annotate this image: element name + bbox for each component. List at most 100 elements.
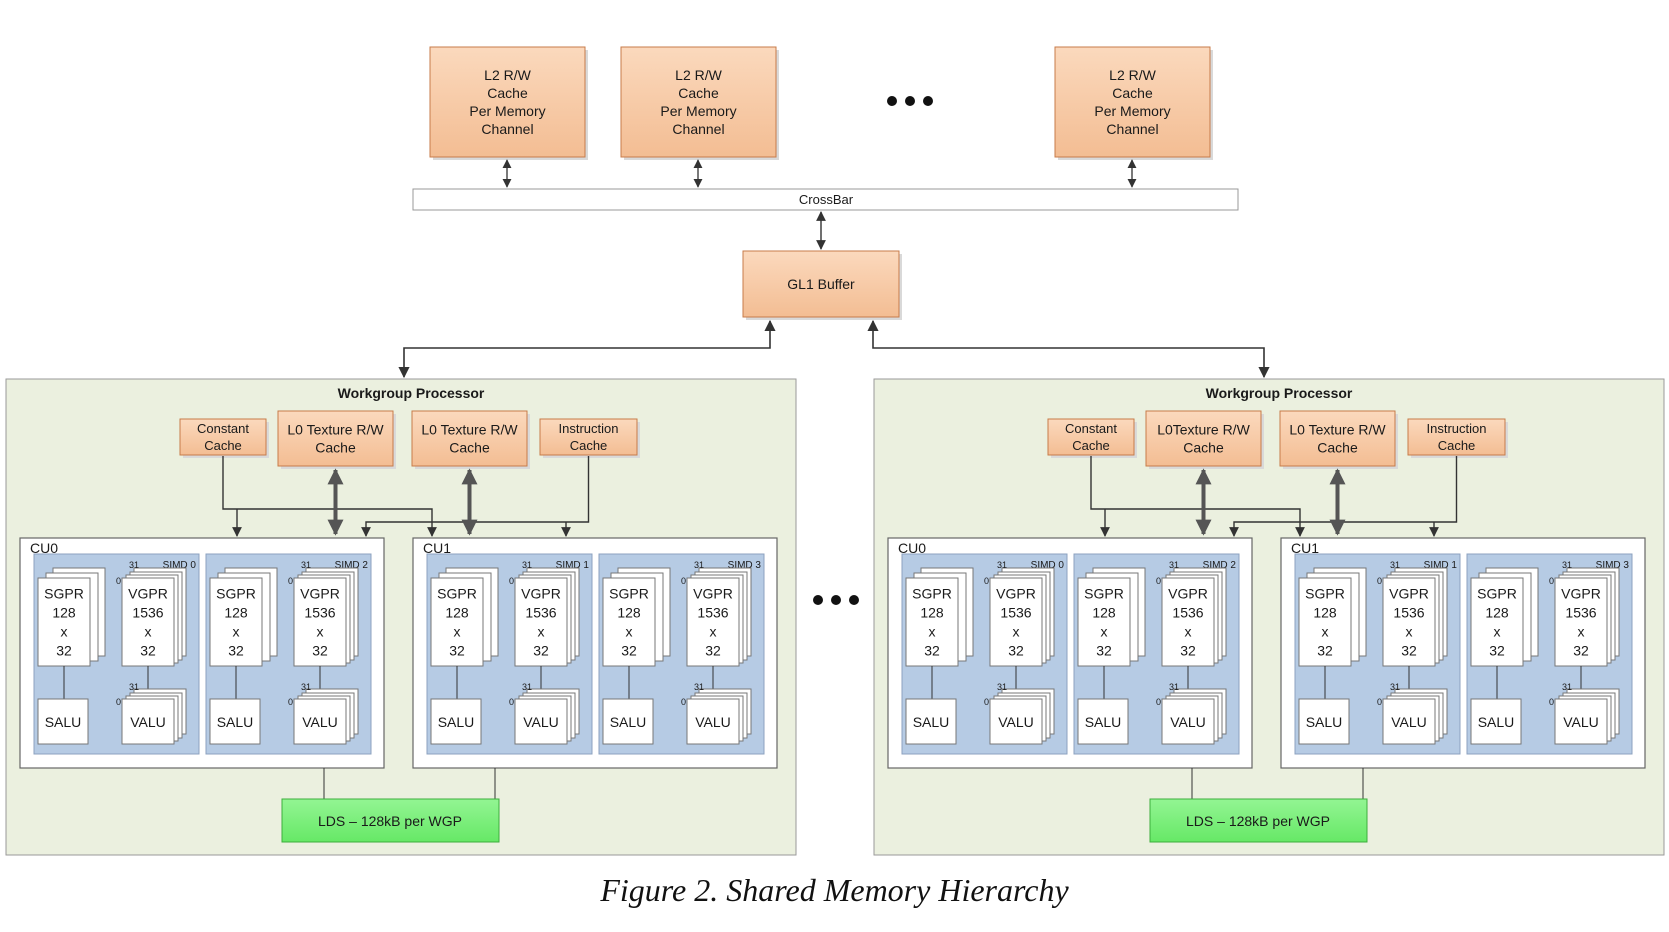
wgp-1-cu-1-simd-0-sgpr bbox=[1298, 577, 1352, 667]
wgp-0-cu-0-simd-0-vgpr-lane-lo: 0 bbox=[116, 576, 121, 586]
wgp-0-cu-0-simd-1-valu-lane-lo: 0 bbox=[288, 697, 293, 707]
wgp-0-cu-0-simd-0-sgpr bbox=[37, 577, 91, 667]
gl1-wgp1-link bbox=[867, 319, 1270, 379]
wgp-1-cache-0 bbox=[1047, 418, 1135, 456]
wgp-0-cu-0-simd-0-vgpr-lane-hi: 31 bbox=[129, 560, 139, 570]
wgp-0-cu-1-simd-0-sgpr bbox=[430, 577, 484, 667]
wgp-0-cu-1-simd-1-label: SIMD 3 bbox=[728, 560, 762, 571]
wgp-0-cu-0-simd-0-valu-label: VALU bbox=[130, 714, 166, 730]
wgp-1-cu-1-simd-0-vgpr bbox=[1382, 577, 1436, 667]
wgp-0-cu-1-simd-1-valu-lane-hi: 31 bbox=[694, 682, 704, 692]
wgp-1-cache-3 bbox=[1407, 418, 1506, 456]
wgp-1-cu-1-simd-0-vgpr-lane-hi: 31 bbox=[1390, 560, 1400, 570]
wgp-0-cache-2 bbox=[411, 410, 528, 467]
l2-cache-1 bbox=[620, 46, 777, 158]
wgp-0-cu-0-simd-0-valu-lane-hi: 31 bbox=[129, 682, 139, 692]
crossbar-label: CrossBar bbox=[799, 192, 854, 207]
wgp-1-cu-0-simd-1-vgpr-lane-hi: 31 bbox=[1169, 560, 1179, 570]
wgp-1-cu-1-simd-0-salu-label: SALU bbox=[1306, 714, 1343, 730]
wgp-1-lds bbox=[1149, 798, 1368, 843]
wgp-0-cu-1-simd-0-vgpr-lane-lo: 0 bbox=[509, 576, 514, 586]
wgp-0-cu-1-simd-1-sgpr bbox=[602, 577, 656, 667]
wgp-0-cache-0 bbox=[179, 418, 267, 456]
l2-cache-0 bbox=[429, 46, 586, 158]
wgp-0-cu-0-simd-1-valu-label: VALU bbox=[302, 714, 338, 730]
wgp-1-cu-0-simd-0-vgpr bbox=[989, 577, 1043, 667]
wgp-0-cu-0-simd-1-valu-lane-hi: 31 bbox=[301, 682, 311, 692]
wgp-0-cu-1-simd-1-vgpr-lane-hi: 31 bbox=[694, 560, 704, 570]
wgp-1-cu-1-simd-1-valu bbox=[1554, 698, 1608, 745]
wgp-1-cu-0-simd-0-salu bbox=[905, 698, 957, 745]
wgp-0-cu-0-simd-1-valu bbox=[293, 698, 347, 745]
wgp-0-cu-1-simd-1-valu-lane-lo: 0 bbox=[681, 697, 686, 707]
wgp-1-cu-1-simd-1-vgpr-lane-hi: 31 bbox=[1562, 560, 1572, 570]
wgp-1-cu-0-simd-1-valu-lane-hi: 31 bbox=[1169, 682, 1179, 692]
wgp-1-cu-0-simd-0-vgpr-lane-lo: 0 bbox=[984, 576, 989, 586]
wgp-0-cu-1-simd-0-vgpr-lane-hi: 31 bbox=[522, 560, 532, 570]
wgp-0-cache-1 bbox=[277, 410, 394, 467]
wgp-0-cu-1-simd-0-label: SIMD 1 bbox=[556, 560, 590, 571]
wgp-0-cu-0-simd-1-salu-label: SALU bbox=[217, 714, 254, 730]
gl1-wgp0-link bbox=[398, 319, 776, 379]
wgp-1-cu-1-simd-0-valu-label: VALU bbox=[1391, 714, 1427, 730]
wgp-0-cu-0-simd-0-vgpr bbox=[121, 577, 175, 667]
wgp-0-cu-0-simd-1-vgpr-lane-lo: 0 bbox=[288, 576, 293, 586]
wgp-1-lds-label: LDS – 128kB per WGP bbox=[1186, 813, 1330, 829]
wgp-1-cu-0-simd-0-valu bbox=[989, 698, 1043, 745]
wgp-0-cu-1-simd-1-vgpr bbox=[686, 577, 740, 667]
wgp-1-cu-1-simd-0-vgpr-lane-lo: 0 bbox=[1377, 576, 1382, 586]
wgp-1-cu-1-simd-1-salu-label: SALU bbox=[1478, 714, 1515, 730]
wgp-1-cu-1-name: CU1 bbox=[1291, 540, 1319, 556]
wgp-ellipsis-0 bbox=[813, 595, 823, 605]
wgp-1-cu-0-simd-1-valu-lane-lo: 0 bbox=[1156, 697, 1161, 707]
wgp-0-title: Workgroup Processor bbox=[338, 385, 485, 401]
wgp-1-cache-2 bbox=[1279, 410, 1396, 467]
wgp-1-cu-0-simd-1-valu bbox=[1161, 698, 1215, 745]
wgp-1-cu-0-simd-1-salu bbox=[1077, 698, 1129, 745]
wgp-0-cu-1-simd-1-vgpr-lane-lo: 0 bbox=[681, 576, 686, 586]
l2-cache-2 bbox=[1054, 46, 1211, 158]
wgp-0-cu-0-simd-1-label: SIMD 2 bbox=[335, 560, 369, 571]
wgp-1-cu-0-simd-1-salu-label: SALU bbox=[1085, 714, 1122, 730]
l2-ellipsis-2 bbox=[923, 96, 933, 106]
wgp-0-cu-1-simd-0-valu bbox=[514, 698, 568, 745]
l2-ellipsis-0 bbox=[887, 96, 897, 106]
wgp-0-cu-1-simd-1-valu-label: VALU bbox=[695, 714, 731, 730]
wgp-1-cu-1-simd-1-sgpr bbox=[1470, 577, 1524, 667]
l2-ellipsis-1 bbox=[905, 96, 915, 106]
wgp-1-cu-0-simd-1-vgpr-lane-lo: 0 bbox=[1156, 576, 1161, 586]
wgp-0-cu-1-simd-0-valu-lane-hi: 31 bbox=[522, 682, 532, 692]
wgp-1-title: Workgroup Processor bbox=[1206, 385, 1353, 401]
crossbar bbox=[412, 188, 1239, 211]
wgp-0-cu-1-name: CU1 bbox=[423, 540, 451, 556]
wgp-1-cu-1-simd-1-vgpr-lane-lo: 0 bbox=[1549, 576, 1554, 586]
wgp-1-cu-1-simd-0-salu bbox=[1298, 698, 1350, 745]
wgp-0-lds-label: LDS – 128kB per WGP bbox=[318, 813, 462, 829]
wgp-1-cu-0-simd-1-vgpr bbox=[1161, 577, 1215, 667]
wgp-1-cu-1-simd-0-valu-lane-lo: 0 bbox=[1377, 697, 1382, 707]
wgp-0-cu-1-simd-0-valu-lane-lo: 0 bbox=[509, 697, 514, 707]
wgp-1-cu-1-simd-1-salu bbox=[1470, 698, 1522, 745]
wgp-0-cu-0-simd-0-salu bbox=[37, 698, 89, 745]
wgp-1-cu-0-simd-0-sgpr bbox=[905, 577, 959, 667]
